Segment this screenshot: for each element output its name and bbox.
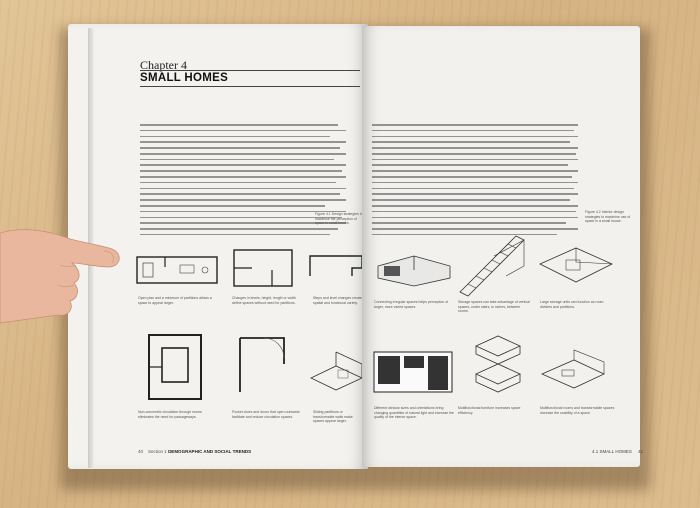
open-plan-figure (136, 256, 218, 284)
steps-figure (309, 255, 363, 276)
caption-1: Open plan and a minimum of partitions al… (138, 296, 212, 305)
storage-divider-figure (539, 247, 613, 283)
level-change-figure (233, 249, 293, 287)
caption-4: Connecting irregular spaces helps percep… (374, 300, 449, 309)
multifunction-room-figure (541, 349, 605, 389)
caption-11: Multifunctional furniture increases spac… (458, 406, 521, 415)
right-page-number: 41 (638, 449, 644, 454)
multifunction-furniture-figure (475, 335, 521, 393)
chapter-title: SMALL HOMES (140, 72, 229, 84)
right-page (362, 26, 640, 467)
right-body-text (372, 124, 578, 236)
caption-8: Pocket doors and doors that open outward… (232, 410, 300, 419)
chapter-rule-top (140, 70, 360, 71)
caption-5: Storage spaces can take advantage of ver… (458, 300, 530, 313)
irregular-space-figure (377, 255, 451, 287)
stair-storage-figure (459, 235, 525, 297)
pocket-door-figure (239, 337, 285, 392)
sliding-partition-figure (310, 351, 363, 391)
chapter-rule-bottom (140, 86, 360, 87)
hand-holding-book (0, 229, 120, 324)
windows-figure (373, 351, 453, 393)
left-page (68, 24, 368, 469)
figure-4-2-caption: Figure 4.2 Interior design strategies to… (585, 210, 631, 223)
right-footer: 4.1 SMALL HOMES 41 (592, 449, 643, 454)
right-footer-section: 4.1 SMALL HOMES (592, 449, 632, 454)
circulation-figure (148, 334, 202, 400)
left-footer: 40 Section 1 DEMOGRAPHIC AND SOCIAL TREN… (138, 449, 251, 454)
figure-4-1-caption: Figure 4.1 Design strategies to maximise… (315, 212, 363, 225)
left-footer-section: Section 1 (148, 449, 167, 454)
chapter-label: Chapter 4 (140, 58, 187, 72)
caption-7: Non-concentric circulation through rooms… (138, 410, 202, 419)
caption-2: Changes in levels, height, length or wid… (232, 296, 296, 305)
caption-10: Different window sizes and orientations … (374, 406, 454, 419)
left-footer-topic: DEMOGRAPHIC AND SOCIAL TRENDS (168, 449, 252, 454)
left-page-number: 40 (138, 449, 144, 454)
left-body-text (140, 124, 346, 236)
caption-9: Sliding partitions or transformable wall… (313, 410, 353, 423)
caption-3: Steps and level changes create spatial a… (313, 296, 362, 305)
caption-6: Large storage units can function as room… (540, 300, 604, 309)
caption-12: Multifunctional rooms and transformable … (540, 406, 615, 415)
